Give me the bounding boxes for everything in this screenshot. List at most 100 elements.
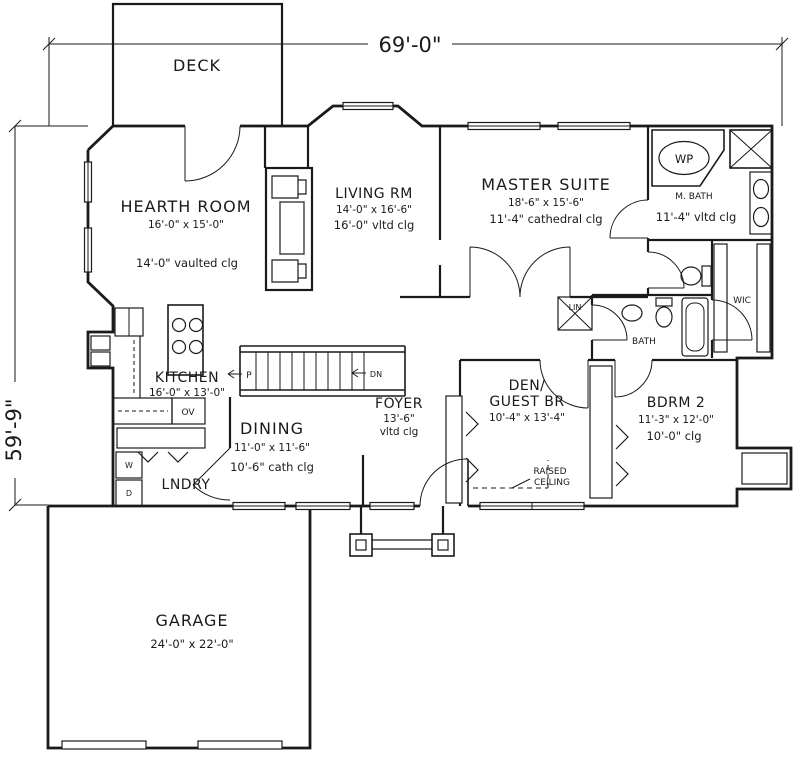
- bath-door: [591, 304, 628, 341]
- sink-icon: [752, 206, 770, 228]
- dining-windows: [232, 501, 351, 511]
- fireplace: [264, 166, 314, 292]
- windows: [83, 101, 788, 511]
- room-master: MASTER SUITE 18'-6" x 15'-6" 11'-4" cath…: [481, 175, 610, 226]
- den-window: [479, 501, 585, 511]
- sink-icon: [752, 178, 770, 200]
- whirlpool-platform: [651, 129, 725, 187]
- foyer-label: FOYER: [375, 396, 423, 412]
- room-den: DEN/ GUEST BR 10'-4" x 13'-4": [489, 378, 565, 424]
- master-suite-size: 18'-6" x 15'-6": [508, 197, 584, 209]
- master-bath-ceiling: 11'-4" vltd clg: [656, 210, 737, 224]
- dryer: D: [115, 479, 143, 507]
- bedroom2-label: BDRM 2: [647, 395, 706, 411]
- room-garage: GARAGE 24'-0" x 22'-0": [150, 611, 233, 651]
- master-suite-ceiling: 11'-4" cathedral clg: [489, 212, 602, 226]
- washer: W: [115, 451, 143, 479]
- hearth-room-ceiling: 14'-0" vaulted clg: [136, 256, 238, 270]
- kitchen-size: 16'-0" x 13'-0": [149, 387, 225, 399]
- living-room-size: 14'-0" x 16'-6": [336, 204, 412, 216]
- hearth-room-size: 16'-0" x 15'-0": [148, 219, 224, 231]
- overall-depth-dimension: 59'-9": [2, 398, 26, 461]
- laundry-door: [192, 447, 231, 501]
- dining-label: DINING: [240, 419, 304, 438]
- living-room-ceiling: 16'-0" vltd clg: [334, 218, 415, 232]
- bedroom2-closet: [589, 365, 629, 499]
- den-label-1: DEN/: [509, 378, 546, 394]
- sink-icon: [621, 304, 643, 322]
- bath-label: BATH: [632, 337, 656, 347]
- stairs: DN P: [227, 345, 406, 397]
- washer-label: W: [125, 461, 133, 470]
- whirlpool-label: WP: [675, 152, 693, 166]
- raised-ceiling-label-2: CEILING: [534, 478, 570, 488]
- room-bedroom2: BDRM 2 11'-3" x 12'-0" 10'-0" clg: [638, 395, 714, 443]
- foyer-window: [369, 501, 415, 511]
- wic-label: WIC: [733, 296, 751, 306]
- laundry-label: LNDRY: [162, 477, 211, 493]
- dimension-lines: 69'-0" 59'-9": [2, 33, 789, 512]
- room-dining: DINING 11'-0" x 11'-6" 10'-6" cath clg: [230, 419, 314, 474]
- living-bay-window: [342, 101, 394, 111]
- room-master-bath: M. BATH 11'-4" vltd clg WP: [656, 152, 737, 224]
- room-kitchen: KITCHEN 16'-0" x 13'-0": [149, 370, 225, 399]
- room-hearth: HEARTH ROOM 16'-0" x 15'-0" 14'-0" vault…: [120, 197, 251, 270]
- raised-ceiling-note: RAISED CEILING: [473, 460, 570, 489]
- master-bath-door: [609, 199, 649, 239]
- porch-column: [349, 533, 373, 557]
- bedroom2-ceiling: 10'-0" clg: [646, 429, 701, 443]
- bedroom2-bay-window: [741, 452, 788, 485]
- bedroom2-door: [614, 359, 653, 398]
- oven-label: OV: [181, 408, 195, 418]
- laundry-fixtures: W D: [115, 427, 206, 507]
- doors: [184, 125, 753, 507]
- den-label-2: GUEST BR: [489, 394, 564, 410]
- linen-closet: LIN: [557, 296, 593, 331]
- foyer-size: 13'-6": [383, 413, 415, 425]
- shower: [729, 129, 773, 169]
- stairs-down-label: DN: [370, 370, 382, 379]
- master-bath-label: M. BATH: [675, 192, 712, 202]
- den-door: [539, 359, 589, 409]
- master-bath-fixtures: [651, 129, 773, 287]
- overall-width-dimension: 69'-0": [378, 33, 441, 57]
- room-foyer: FOYER 13'-6" vltd clg: [375, 396, 423, 438]
- dining-ceiling: 10'-6" cath clg: [230, 460, 314, 474]
- master-suite-label: MASTER SUITE: [481, 175, 610, 194]
- kitchen-fixtures: OV: [90, 304, 206, 425]
- room-labels: HEARTH ROOM 16'-0" x 15'-0" 14'-0" vault…: [120, 152, 736, 651]
- foyer-ceiling: vltd clg: [380, 426, 419, 438]
- bathtub-icon: [681, 297, 709, 357]
- master-windows: [467, 121, 631, 131]
- foyer-den-closet: [445, 395, 479, 504]
- room-laundry: LNDRY: [162, 477, 211, 493]
- master-double-doors: [469, 246, 571, 298]
- hearth-bay-windows: [83, 161, 93, 273]
- room-deck: DECK: [111, 2, 284, 126]
- den-size: 10'-4" x 13'-4": [489, 412, 565, 424]
- deck-label: DECK: [173, 56, 221, 75]
- refrigerator: [114, 307, 144, 337]
- oven: OV: [171, 397, 206, 425]
- front-door-swing: [419, 458, 469, 507]
- toilet-room-door: [647, 251, 685, 289]
- patio-door: [184, 125, 241, 182]
- whirlpool-tub: [658, 140, 710, 176]
- porch-column: [431, 533, 455, 557]
- wic-door: [711, 299, 753, 341]
- walk-in-closet: WIC: [713, 243, 771, 353]
- garage-label: GARAGE: [156, 611, 229, 630]
- dryer-label: D: [126, 489, 132, 498]
- garage-size: 24'-0" x 22'-0": [150, 637, 233, 651]
- laundry-closet: [116, 427, 206, 449]
- pantry-label: P: [246, 371, 252, 381]
- master-toilet: [680, 265, 712, 287]
- kitchen-sink: [90, 335, 111, 367]
- garage-doors: [61, 740, 283, 750]
- kitchen-label: KITCHEN: [155, 370, 219, 386]
- raised-ceiling-label-1: RAISED: [533, 467, 566, 477]
- hearth-room-label: HEARTH ROOM: [120, 197, 251, 216]
- master-vanity: [749, 171, 773, 235]
